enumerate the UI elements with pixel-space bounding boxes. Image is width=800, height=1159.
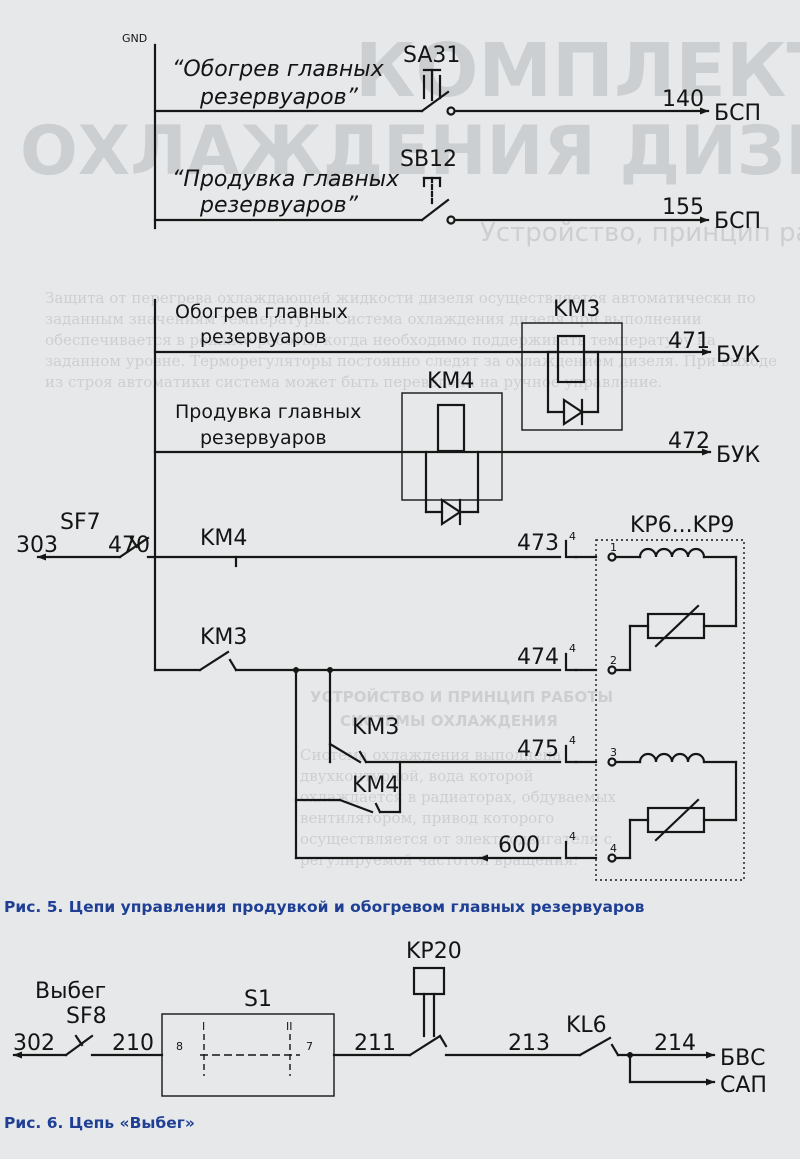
km3-contact-label: KM3 [200,625,247,650]
wire-210-label: 210 [112,1031,154,1056]
pin-2: 2 [610,654,617,667]
gnd-bus: GND [122,32,157,230]
contactor-lines: Обогрев главных резервуаров Продувка гла… [153,298,760,672]
s1-mark-ii: II [286,1020,293,1033]
kl6-label: KL6 [566,1013,607,1038]
connector-4c: 4 [569,734,576,747]
km4-branch-label: KM4 [352,773,399,798]
pin-3: 3 [610,746,617,759]
wire-213-label: 213 [508,1031,550,1056]
fig6-caption: Рис. 6. Цепь «Выбег» [4,1114,195,1132]
sf7-label: SF7 [60,510,101,535]
pin-4: 4 [610,842,617,855]
sap-label: САП [720,1073,767,1098]
background-paragraph-1: Защита от перегрева охлаждающей жидкости… [45,289,777,391]
kp20-label: KP20 [406,939,462,964]
sb12-label: SB12 [400,147,457,172]
connector-4d: 4 [569,830,576,843]
sa31-label: SA31 [403,43,460,68]
fig6-circuit: Выбег SF8 302 210 S1 8 7 I II 211 KP20 2… [12,939,767,1098]
blow-label-line-1: “Продувка главных [172,167,400,192]
km4-main-contact: KM4 [200,526,247,568]
pin-1: 1 [610,541,617,554]
wire-302-label: 302 [13,1031,55,1056]
wire-470-label: 470 [108,533,150,558]
wire-211-label: 211 [354,1031,396,1056]
gnd-label: GND [122,32,147,45]
heat-label-line-2: резервуаров” [199,85,359,110]
wire-140-label: 140 [662,87,704,112]
km3-box-label: KM3 [553,297,600,322]
connector-4a: 4 [569,530,576,543]
connector-4b: 4 [569,642,576,655]
wire-471-label: 471 [668,329,710,354]
km3-coil-module: KM3 [521,297,623,431]
mid-heat-label-line-2: резервуаров [200,326,327,348]
background-subtitle: Устройство, принцип работы [480,218,800,248]
kp-wire-labels: 473 474 475 600 [294,531,562,862]
sf7-input-line: SF7 303 470 [16,510,562,561]
s1-label: S1 [244,987,272,1012]
km4-coil-module: KM4 [401,369,503,527]
blow-button-circuit: “Продувка главных резервуаров” SB12 155 … [153,147,761,234]
background-section-heading-1: УСТРОЙСТВО И ПРИНЦИП РАБОТЫ [310,688,613,706]
wire-474-label: 474 [517,645,559,670]
kp-connectors: 4 4 4 4 [564,530,598,860]
bsp-label-2: БСП [714,209,761,234]
heat-label-line-1: “Обогрев главных [172,57,385,82]
blow-label-line-2: резервуаров” [199,193,359,218]
km4-contact-label: KM4 [200,526,247,551]
km3-main-contact: KM3 [153,625,562,673]
background-section-heading-2: СИСТЕМЫ ОХЛАЖДЕНИЯ [340,712,558,730]
wire-214-label: 214 [654,1031,696,1056]
s1-pin-7: 7 [306,1040,313,1053]
buk-label-1: БУК [716,343,760,368]
mid-blow-label-line-2: резервуаров [200,427,327,449]
mid-heat-label-line-1: Обогрев главных [175,301,348,323]
vybeg-label: Выбег [35,979,106,1004]
background-title-2: ОХЛАЖДЕНИЯ ДИЗЕЛЬ- [20,112,800,191]
sf8-label: SF8 [66,1004,107,1029]
wire-472-label: 472 [668,429,710,454]
kp6-kp9-block: KP6...KP9 1 2 3 4 [595,513,745,881]
wire-475-label: 475 [517,737,559,762]
km3-branch-label: KM3 [352,715,399,740]
wire-303-label: 303 [16,533,58,558]
mid-blow-label-line-1: Продувка главных [175,401,361,423]
s1-mark-i: I [202,1020,205,1033]
kp-label: KP6...KP9 [630,513,734,538]
wire-600-label: 600 [498,833,540,858]
fig5-caption: Рис. 5. Цепи управления продувкой и обог… [4,898,645,916]
bsp-label-1: БСП [714,101,761,126]
heat-switch-circuit: “Обогрев главных резервуаров” SA31 140 Б… [153,43,761,126]
km4-box-label: KM4 [427,369,474,394]
kp-branch-contacts: KM3 KM4 [294,667,562,860]
wire-473-label: 473 [517,531,559,556]
wire-155-label: 155 [662,195,704,220]
buk-label-2: БУК [716,443,760,468]
bvs-label: БВС [720,1046,766,1071]
s1-pin-8: 8 [176,1040,183,1053]
